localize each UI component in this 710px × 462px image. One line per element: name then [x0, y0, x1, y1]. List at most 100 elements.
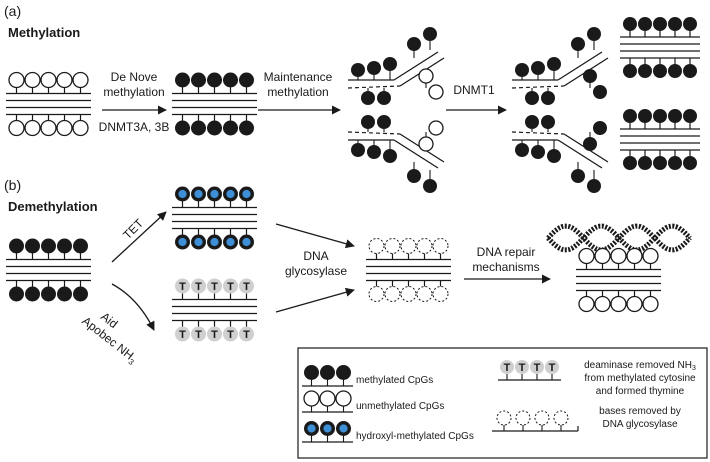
de-novo-label-2: methylation: [103, 85, 164, 99]
thymine-base: [207, 278, 222, 294]
methylated-cpg: [223, 120, 238, 136]
removed-base: [400, 238, 417, 254]
thymine-glyph: T: [504, 362, 511, 374]
methylated-cpg: [623, 156, 637, 170]
methylated-cpg: [571, 37, 585, 51]
repair-label-1: DNA repair: [477, 245, 536, 259]
hydroxyl-core: [194, 189, 203, 199]
hydroxymethylated-duplex: [172, 186, 257, 250]
thymine-base: [239, 326, 254, 342]
methylated-cpg: [361, 91, 375, 105]
legend-methylated: methylated CpGs: [356, 375, 433, 386]
methylated-cpg: [423, 179, 437, 193]
methylated-cpg: [541, 91, 555, 105]
methylated-cpg: [525, 115, 539, 129]
removed-base: [400, 286, 417, 302]
replication-fork-hemimethylated: [347, 27, 445, 193]
unmethylated-cpg: [40, 119, 57, 137]
unmethylated-cpg: [594, 247, 611, 265]
unmethylated-cpg: [24, 119, 41, 137]
methylated-cpg: [73, 286, 88, 302]
hydroxyl-core: [210, 237, 219, 247]
methylated-cpg: [668, 17, 682, 31]
methylated-cpg: [407, 169, 421, 183]
thymine-glyph: T: [211, 281, 218, 293]
new-strand: [511, 85, 565, 89]
thymine-glyph: T: [243, 329, 250, 341]
unmethylated-cpg: [335, 390, 352, 407]
methylated-cpg: [547, 149, 561, 163]
unmethylated-cpg: [642, 295, 659, 313]
thymine-glyph: T: [534, 362, 541, 374]
removed-base: [368, 238, 385, 254]
methylated-cpg: [383, 149, 397, 163]
methylated-cpg: [239, 120, 254, 136]
methylated-cpg: [587, 27, 601, 41]
dna-strand: [393, 51, 439, 81]
legend-deaminase-1: deaminase removed NH3: [584, 360, 696, 372]
methylated-cpg: [531, 145, 545, 159]
thymine-base: [191, 278, 206, 294]
thymine-glyph: T: [227, 329, 234, 341]
thymine-glyph: T: [519, 362, 526, 374]
thymine-base: [175, 278, 190, 294]
legend-unmethylated: unmethylated CpGs: [356, 401, 444, 412]
legend-hydroxyl-icon: [302, 421, 353, 443]
methylated-cpg: [583, 69, 597, 83]
unmethylated-cpg: [428, 120, 444, 136]
methylated-cpg: [175, 72, 190, 88]
methylated-cpg: [541, 115, 555, 129]
panel-b-letter: (b): [4, 177, 21, 193]
methylated-cpg: [25, 286, 40, 302]
unmethylated-cpg: [24, 71, 41, 89]
thymine-base: [191, 326, 206, 342]
thymine-base: [175, 326, 190, 342]
methylated-cpg: [377, 91, 391, 105]
removed-base: [416, 238, 433, 254]
methylated-cpg: [73, 238, 88, 254]
abasic-duplex: [366, 238, 451, 302]
demethylation-title: Demethylation: [8, 199, 98, 214]
new-strand: [347, 85, 401, 89]
thymine-base: [239, 278, 254, 294]
removed-base: [432, 238, 449, 254]
daughter-duplex-1: [620, 17, 700, 78]
unmethylated-cpg: [72, 119, 89, 137]
glycosylase-label-2: glycosylase: [285, 264, 347, 278]
legend-glycosylase-icon: [492, 410, 579, 432]
hydroxyl-core: [178, 189, 187, 199]
methylated-cpg: [191, 72, 206, 88]
methylated-cpg: [223, 72, 238, 88]
thymine-glyph: T: [195, 281, 202, 293]
methylated-cpg: [683, 17, 697, 31]
maintenance-label-2: methylation: [267, 85, 328, 99]
methylated-cpg: [593, 85, 607, 99]
thymine-glyph: T: [211, 329, 218, 341]
dna-double-helix: [546, 223, 692, 253]
methylated-cpg: [638, 109, 652, 123]
methylated-cpg: [423, 27, 437, 41]
dna-strand: [393, 139, 439, 169]
new-strand: [347, 131, 401, 135]
methylated-cpg: [623, 109, 637, 123]
tet-to-glycosylase-arrow: [275, 223, 355, 249]
removed-base: [432, 286, 449, 302]
legend-unmethylated-icon: [302, 390, 353, 413]
unmethylated-cpg: [56, 119, 73, 137]
methylated-cpg: [41, 286, 56, 302]
legend-deaminase-2: from methylated cytosine: [584, 373, 696, 384]
methylated-cpg: [587, 179, 601, 193]
methylated-cpg: [638, 156, 652, 170]
dna-strand: [557, 51, 603, 81]
methylated-cpg: [367, 61, 381, 75]
maintenance-label-1: Maintenance: [264, 70, 333, 84]
methylated-cpg: [653, 109, 667, 123]
methylated-cpg: [623, 17, 637, 31]
methylated-cpg: [351, 143, 365, 157]
methylated-cpg: [407, 37, 421, 51]
methylated-cpg: [653, 64, 667, 78]
tet-arrow: [111, 211, 167, 263]
methylated-cpg: [531, 61, 545, 75]
thymine-glyph: T: [227, 281, 234, 293]
methylated-duplex: [172, 72, 257, 136]
